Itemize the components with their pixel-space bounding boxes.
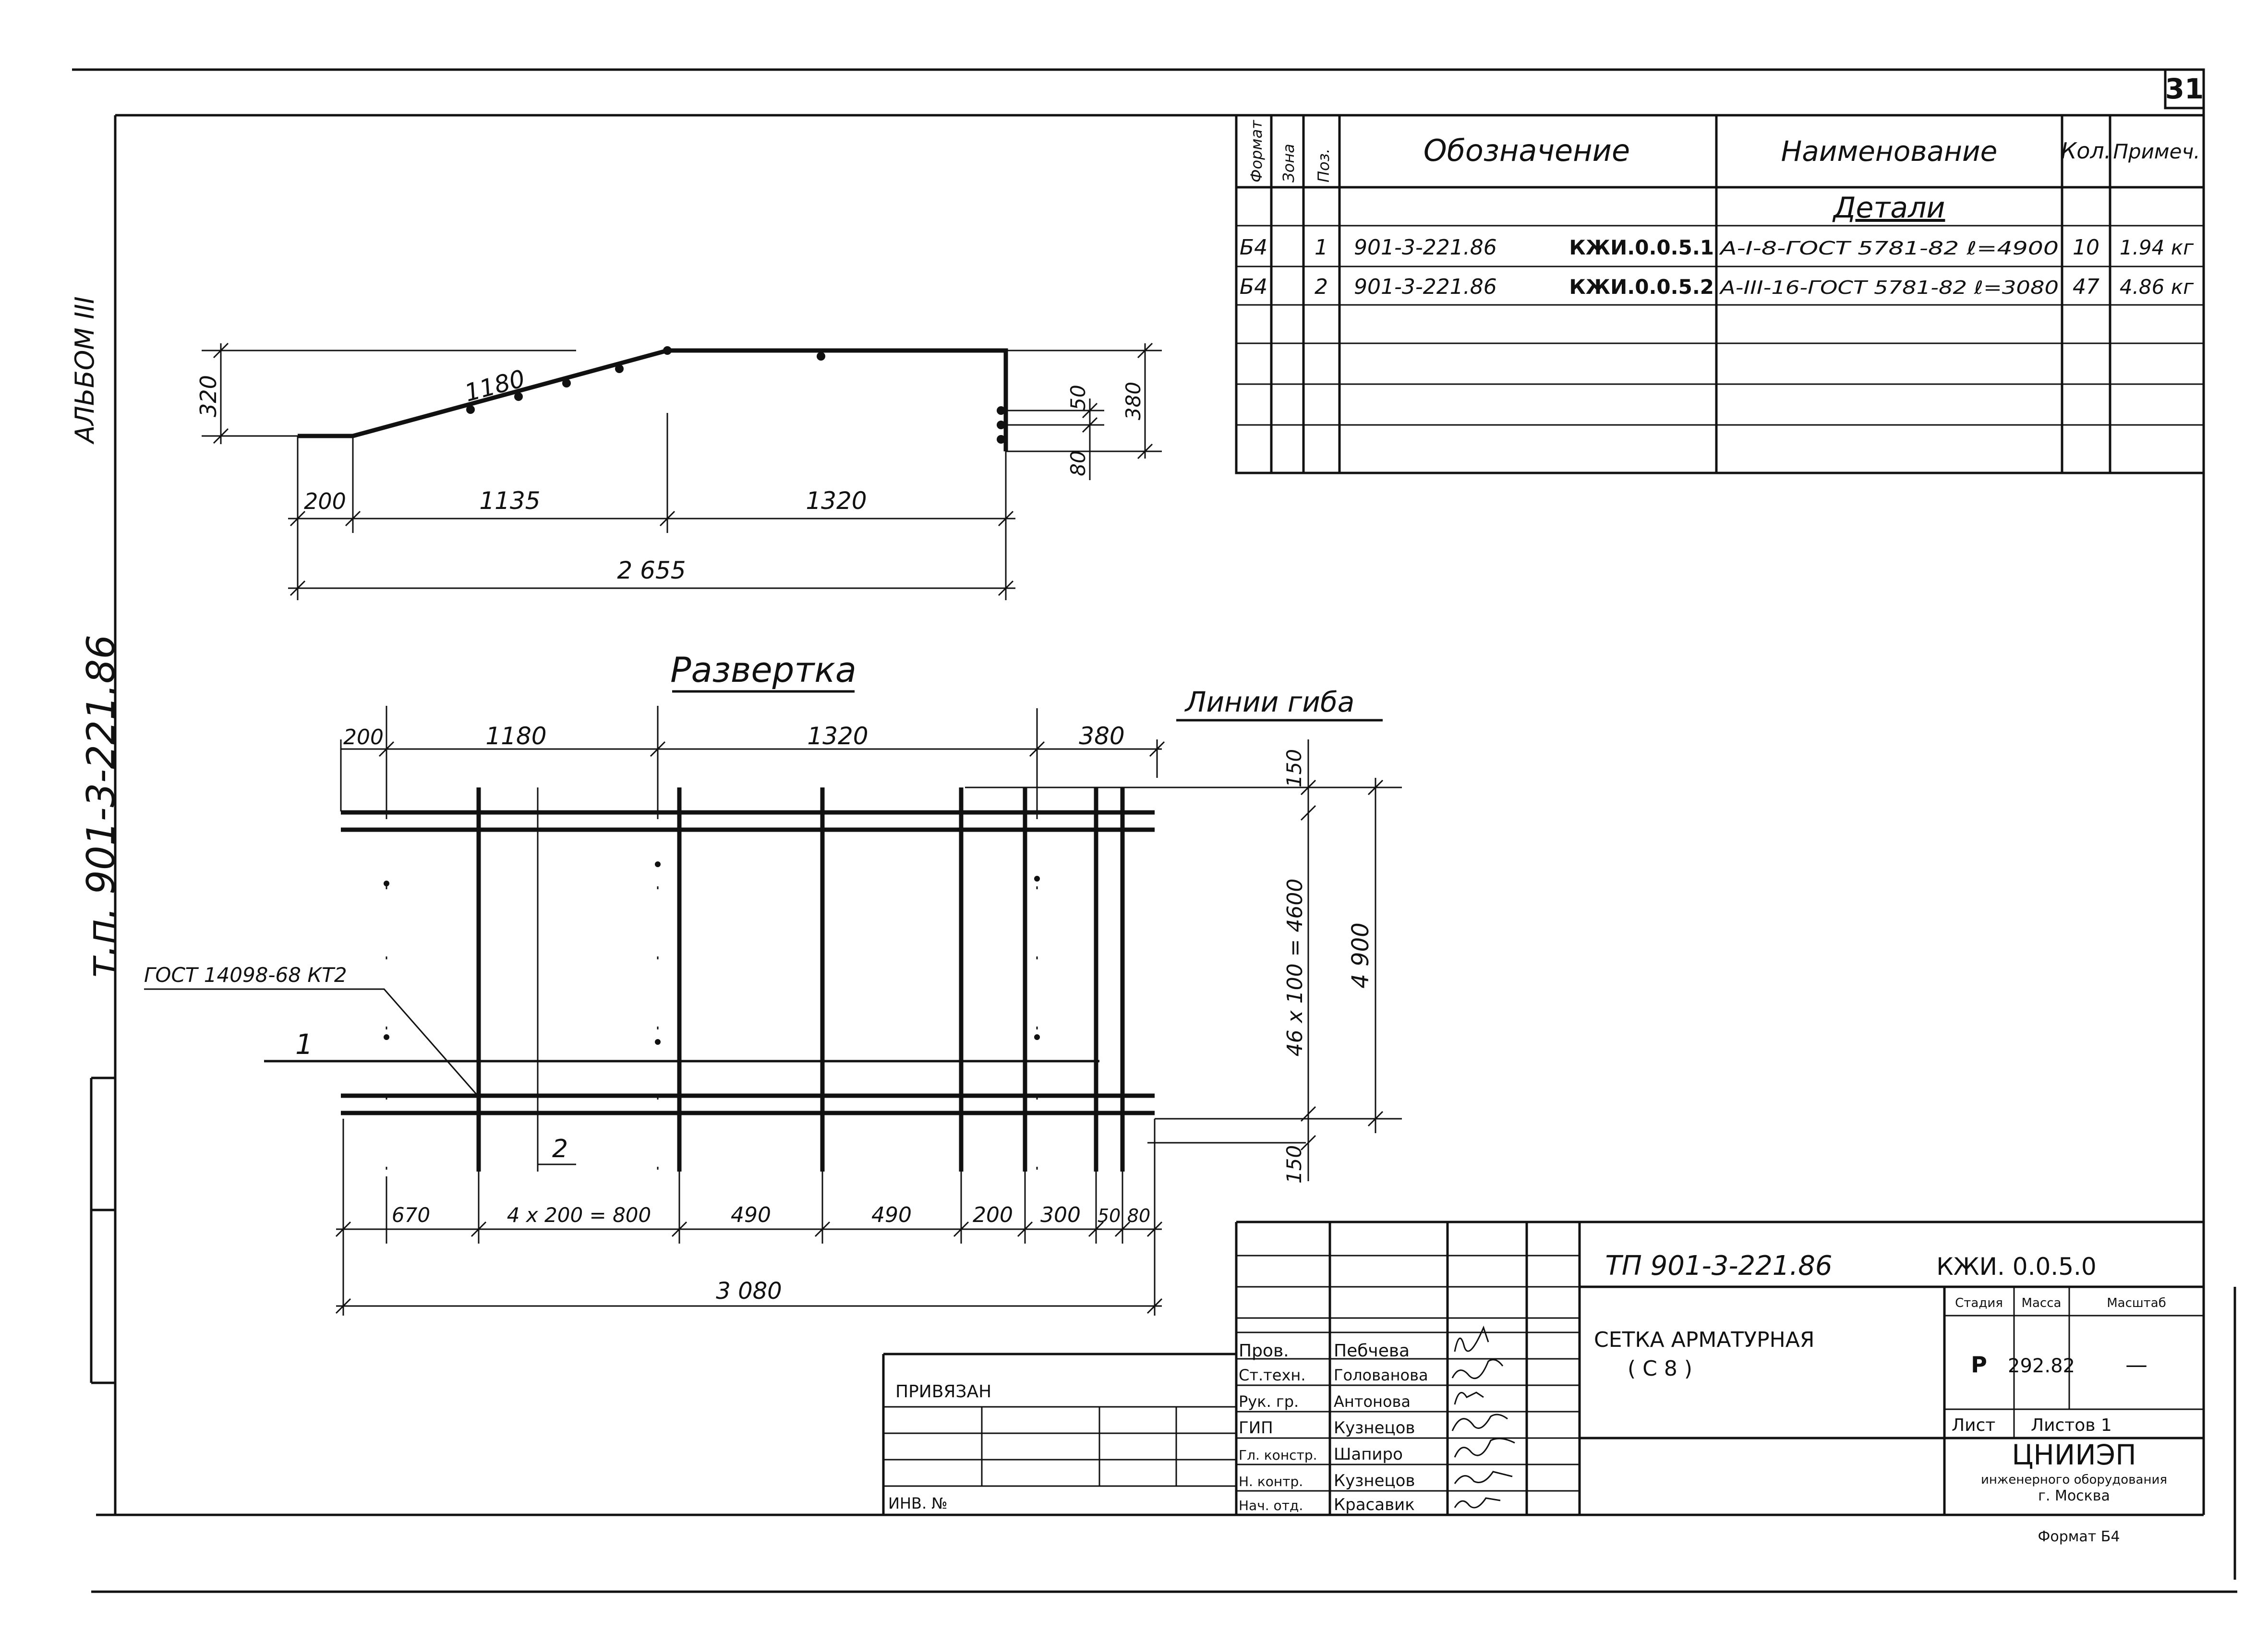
unfold-dim-4600: 46 х 100 = 4600	[1283, 879, 1307, 1057]
spec-header-zone: Зона	[1279, 144, 1298, 182]
profile-dim-320: 320	[195, 375, 221, 417]
role-label: Гл. констр.	[1239, 1447, 1317, 1463]
row2-format: Б4	[1240, 275, 1267, 299]
spec-header-format: Формат	[1247, 120, 1266, 182]
spec-header-note: Примеч.	[2113, 140, 2200, 163]
row2-note: 4.86 кг	[2120, 275, 2194, 299]
role-name: Кузнецов	[1334, 1418, 1415, 1438]
unfold-bottom-dim: 200	[973, 1203, 1013, 1227]
scale-label: Масштаб	[2107, 1296, 2166, 1310]
doc-code: ТП 901-3-221.86	[1605, 1250, 1833, 1282]
sheet-number: 31	[2165, 73, 2204, 105]
profile-view	[202, 342, 1162, 600]
row2-qty: 47	[2073, 275, 2099, 299]
signatures	[1451, 1325, 1515, 1509]
row1-code: КЖИ.0.0.5.1	[1569, 236, 1714, 259]
sheets-label: Листов 1	[2031, 1415, 2112, 1435]
spec-row: Б4 1 901-3-221.86 КЖИ.0.0.5.1 А-I-8-ГОСТ…	[1240, 235, 2194, 260]
unfold-dim-380: 380	[1079, 722, 1124, 750]
role-name: Красавик	[1334, 1495, 1415, 1514]
row1-note: 1.94 кг	[2120, 236, 2194, 259]
unfold-bottom-dim: 490	[871, 1203, 912, 1227]
role-label: Рук. гр.	[1239, 1392, 1299, 1411]
profile-dim-50: 50	[1066, 385, 1090, 410]
organization-name: ЦНИИЭП	[2012, 1439, 2136, 1471]
unfold-total-3080: 3 080	[716, 1278, 782, 1305]
role-label: Нач. отд.	[1239, 1498, 1303, 1513]
unfold-dim-1320: 1320	[807, 722, 868, 750]
gost-weld-label: ГОСТ 14098-68 КТ2	[144, 963, 347, 987]
doc-mark: КЖИ. 0.0.5.0	[1936, 1253, 2096, 1281]
drawing-title-line2: ( С 8 )	[1628, 1356, 1692, 1381]
unfold-dim-200: 200	[343, 725, 384, 750]
unfold-dim-4900: 4 900	[1347, 922, 1374, 988]
inventory-number-label: ИНВ. №	[888, 1494, 948, 1512]
row2-code: КЖИ.0.0.5.2	[1569, 275, 1714, 299]
role-label: Пров.	[1239, 1341, 1289, 1361]
role-label: Н. контр.	[1239, 1474, 1303, 1489]
spec-table	[1235, 114, 2205, 474]
role-name: Шапиро	[1334, 1445, 1403, 1464]
spec-header-pos: Поз.	[1315, 148, 1333, 182]
spec-header-name: Наименование	[1781, 135, 1998, 168]
row1-pos: 1	[1315, 235, 1328, 260]
row1-format: Б4	[1240, 235, 1267, 260]
row1-name: А-I-8-ГОСТ 5781-82 ℓ=4900	[1718, 238, 2059, 259]
unfold-bottom-dim: 670	[392, 1203, 430, 1227]
scale-value: —	[2125, 1352, 2147, 1378]
bend-lines-label: Линии гиба	[1184, 686, 1355, 718]
unfold-title: Развертка	[670, 650, 857, 690]
role-label: Ст.техн.	[1239, 1366, 1306, 1384]
spec-header-qty: Кол.	[2061, 138, 2111, 164]
profile-dim-1320: 1320	[806, 487, 867, 515]
album-label: АЛЬБОМ III	[70, 296, 100, 445]
spec-section-details: Детали	[1832, 191, 1945, 225]
mass-value: 292.82	[2008, 1355, 2075, 1377]
unfold-view	[144, 706, 1402, 1316]
role-name: Голованова	[1334, 1366, 1428, 1384]
profile-dim-2655: 2 655	[617, 556, 686, 584]
unfold-dim-150-top: 150	[1282, 749, 1306, 787]
unfold-bottom-dim: 80	[1127, 1205, 1150, 1226]
organization-subtitle: инженерного оборудования	[1981, 1473, 2167, 1487]
position-1-label: 1	[295, 1028, 313, 1061]
format-note: Формат Б4	[2038, 1528, 2120, 1545]
role-label: ГИП	[1239, 1418, 1273, 1438]
role-name: Антонова	[1334, 1392, 1411, 1411]
approval-list: Пров. Пебчева Ст.техн. Голованова Рук. г…	[1239, 1341, 1428, 1514]
stage-label: Стадия	[1955, 1296, 2003, 1310]
spec-header-designation: Обозначение	[1424, 133, 1630, 168]
profile-dim-200: 200	[304, 488, 346, 514]
sheet-label: Лист	[1952, 1415, 1995, 1435]
unfold-bottom-dim: 300	[1040, 1203, 1081, 1227]
profile-dim-80: 80	[1066, 450, 1090, 476]
bound-label: ПРИВЯЗАН	[895, 1382, 991, 1402]
spec-row: Б4 2 901-3-221.86 КЖИ.0.0.5.2 А-III-16-Г…	[1240, 275, 2194, 299]
project-number-side: т.п. 901-3-221.86	[79, 635, 123, 979]
row2-name: А-III-16-ГОСТ 5781-82 ℓ=3080	[1718, 277, 2059, 298]
row2-doc: 901-3-221.86	[1354, 275, 1497, 299]
row1-doc: 901-3-221.86	[1354, 235, 1497, 260]
row2-pos: 2	[1315, 275, 1328, 299]
stage-value: Р	[1971, 1352, 1987, 1378]
profile-dim-1135: 1135	[479, 487, 540, 515]
unfold-dim-150-bottom: 150	[1282, 1145, 1306, 1184]
row1-qty: 10	[2073, 235, 2099, 260]
mass-label: Масса	[2022, 1296, 2062, 1310]
unfold-bottom-dim: 4 х 200 = 800	[507, 1203, 651, 1227]
unfold-dim-1180: 1180	[485, 722, 546, 750]
profile-dim-380: 380	[1122, 382, 1145, 420]
role-name: Пебчева	[1334, 1341, 1410, 1361]
role-name: Кузнецов	[1334, 1471, 1415, 1490]
organization-city: г. Москва	[2038, 1488, 2110, 1504]
unfold-bottom-dim: 50	[1098, 1205, 1121, 1226]
drawing-title-line1: СЕТКА АРМАТУРНАЯ	[1594, 1328, 1814, 1352]
unfold-bottom-dim: 490	[731, 1203, 771, 1227]
position-2-label: 2	[552, 1135, 568, 1163]
title-block	[882, 1221, 2204, 1515]
